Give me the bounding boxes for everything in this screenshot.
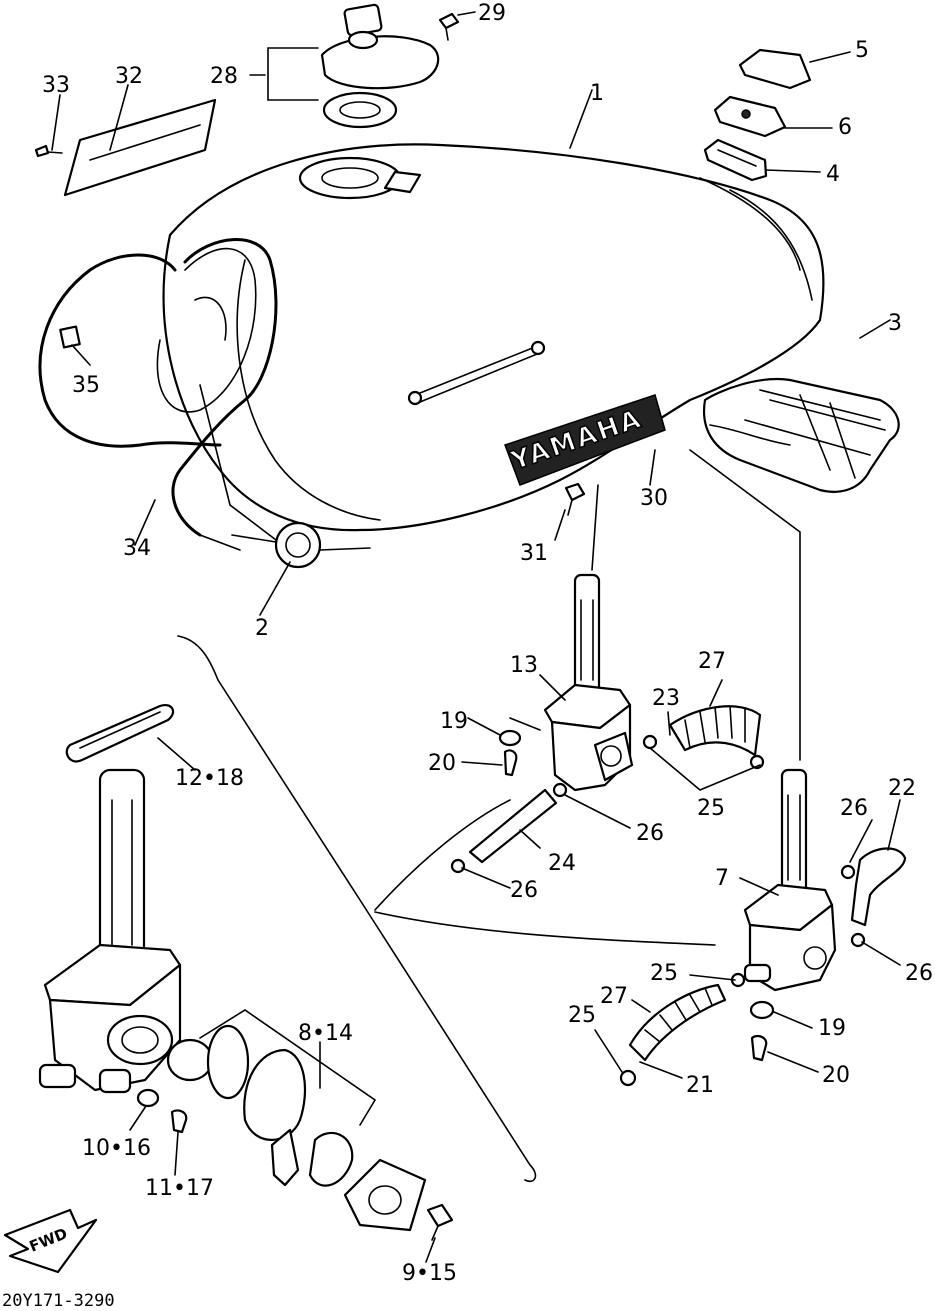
callout-12-18: 12•18 (175, 766, 244, 791)
screw-29 (438, 11, 476, 41)
callout-1: 1 (590, 81, 604, 106)
gasket-plate (308, 1131, 354, 1187)
callout-25-middle: 25 (650, 961, 678, 986)
clip-25-lower (619, 972, 746, 1087)
damper-6 (713, 95, 787, 138)
callout-34: 34 (123, 536, 151, 561)
callout-4: 4 (826, 162, 840, 187)
o-ring (206, 1024, 250, 1100)
drawing-code: 20Y171-3290 (2, 1291, 115, 1311)
washer-19-lower (749, 1000, 775, 1020)
emblem-plate (63, 98, 217, 197)
filler-gasket (322, 91, 398, 129)
clip-26-right (840, 864, 866, 948)
callout-8-14: 8•14 (298, 1021, 353, 1046)
filler-cap (320, 3, 440, 90)
callout-26-upper: 26 (636, 821, 664, 846)
callout-27-upper: 27 (698, 649, 726, 674)
leader-lines (51, 51, 901, 1263)
callout-9-15: 9•15 (402, 1261, 457, 1286)
gasket-12-18 (65, 704, 175, 763)
fwd-arrow-icon: FWD (3, 1208, 98, 1274)
callout-22: 22 (888, 776, 916, 801)
callout-19-lower: 19 (818, 1016, 846, 1041)
hose-22 (850, 847, 907, 927)
callout-2: 2 (255, 616, 269, 641)
callout-13: 13 (510, 653, 538, 678)
fuel-cock-13 (543, 573, 634, 792)
callout-7: 7 (715, 866, 729, 891)
callout-10-16: 10•16 (82, 1136, 151, 1161)
screw-31 (564, 482, 586, 516)
screw-20-upper (503, 749, 518, 777)
callout-25-upper: 25 (697, 796, 725, 821)
fuel-cock-detail (38, 768, 182, 1094)
hose-27-upper (668, 705, 762, 757)
callout-20-upper: 20 (428, 751, 456, 776)
callout-5: 5 (855, 38, 869, 63)
heat-insulator (702, 377, 900, 493)
hose-24 (468, 788, 558, 864)
callout-20-lower: 20 (822, 1063, 850, 1088)
callout-26-bottom: 26 (905, 961, 933, 986)
callout-23: 23 (652, 686, 680, 711)
callout-11-17: 11•17 (145, 1176, 214, 1201)
cover-plate (343, 1158, 427, 1232)
tube-clip (59, 325, 81, 349)
callout-27-lower: 27 (600, 984, 628, 1009)
callout-24: 24 (548, 851, 576, 876)
tank-cap-knob (199, 384, 371, 569)
screw-9-15 (426, 1203, 454, 1241)
part-8-14-bracket (199, 1009, 377, 1126)
callout-28: 28 (210, 64, 238, 89)
callout-31: 31 (520, 541, 548, 566)
callout-25-lower: 25 (568, 1003, 596, 1028)
screw-33 (34, 144, 63, 158)
callout-26-right: 26 (840, 796, 868, 821)
screw-20-lower (750, 1034, 768, 1062)
callout-21: 21 (686, 1073, 714, 1098)
detail-divider (177, 635, 716, 1183)
callout-35: 35 (72, 373, 100, 398)
hose-27-lower (628, 983, 727, 1062)
callout-26-left: 26 (510, 878, 538, 903)
clip-26-upper (450, 782, 568, 874)
fuel-cock-7 (743, 768, 837, 992)
callout-30: 30 (640, 486, 668, 511)
damper-4 (703, 138, 768, 182)
washer-10-16 (136, 1088, 160, 1108)
screw-11-17 (170, 1109, 188, 1134)
callout-29: 29 (478, 1, 506, 26)
tank-side-recess (156, 247, 257, 413)
lever-plate (166, 1038, 214, 1082)
breather-tube (38, 238, 278, 551)
callout-33: 33 (42, 73, 70, 98)
part-28-bracket (249, 47, 319, 101)
callout-6: 6 (838, 115, 852, 140)
callout-labels: 1 2 3 4 5 6 7 8•14 9•15 10•16 11•17 12•1… (42, 1, 933, 1286)
callout-32: 32 (115, 64, 143, 89)
bracket-5 (738, 48, 812, 90)
callout-3: 3 (888, 311, 902, 336)
lever-knob (243, 1048, 307, 1187)
fuel-tank (162, 143, 825, 532)
washer-19-upper (498, 729, 522, 747)
callout-19-upper: 19 (440, 709, 468, 734)
